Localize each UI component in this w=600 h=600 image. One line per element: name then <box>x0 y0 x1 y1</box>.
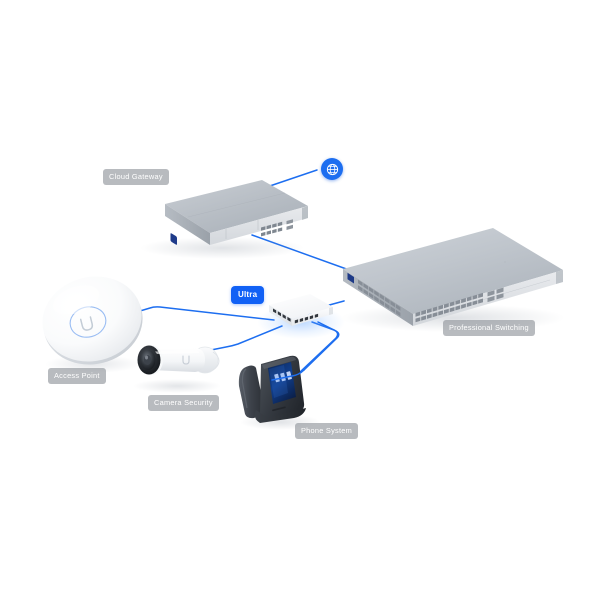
phone-base <box>254 408 306 423</box>
badge-ultra[interactable]: Ultra <box>231 286 265 304</box>
internet-node[interactable] <box>321 158 343 180</box>
gateway-shadow <box>140 237 304 259</box>
gateway-front-face <box>210 206 308 245</box>
camera-shadow <box>133 379 221 393</box>
pro-switch-sfp-ports <box>487 287 504 303</box>
ultra-switch-ports <box>273 308 319 324</box>
pro-switch-top-face <box>343 228 563 314</box>
ultra-switch-top-face <box>269 294 333 319</box>
link-phone-stub <box>271 369 305 381</box>
label-phone-system: Phone System <box>295 423 359 439</box>
gateway-top-face <box>165 180 308 233</box>
gateway-ports <box>261 221 283 237</box>
gateway-left-face <box>165 204 210 245</box>
access-point-logo <box>79 316 94 331</box>
link-ultra-phone-foreground <box>303 321 340 371</box>
device-camera-security[interactable] <box>125 330 235 400</box>
label-cloud-gateway: Cloud Gateway <box>103 169 169 185</box>
label-professional-switching: Professional Switching <box>443 320 535 336</box>
label-camera-security: Camera Security <box>148 395 219 411</box>
device-ultra-switch[interactable] <box>256 286 346 341</box>
camera-logo <box>182 355 190 365</box>
phone-handset <box>238 365 265 419</box>
device-professional-switching[interactable] <box>325 222 575 332</box>
camera-body <box>151 348 205 372</box>
link-ultra-to-access-point <box>99 306 275 324</box>
link-ultra-to-camera <box>195 325 283 354</box>
device-phone-system[interactable] <box>228 348 333 433</box>
label-access-point: Access Point <box>48 368 106 384</box>
pro-switch-display <box>347 272 354 284</box>
device-access-point[interactable] <box>36 272 156 382</box>
device-cloud-gateway[interactable] <box>130 176 315 261</box>
gateway-display <box>170 233 177 245</box>
pro-switch-port-grid <box>358 279 483 323</box>
globe-icon <box>326 163 338 175</box>
gateway-sfp-ports <box>286 219 293 230</box>
